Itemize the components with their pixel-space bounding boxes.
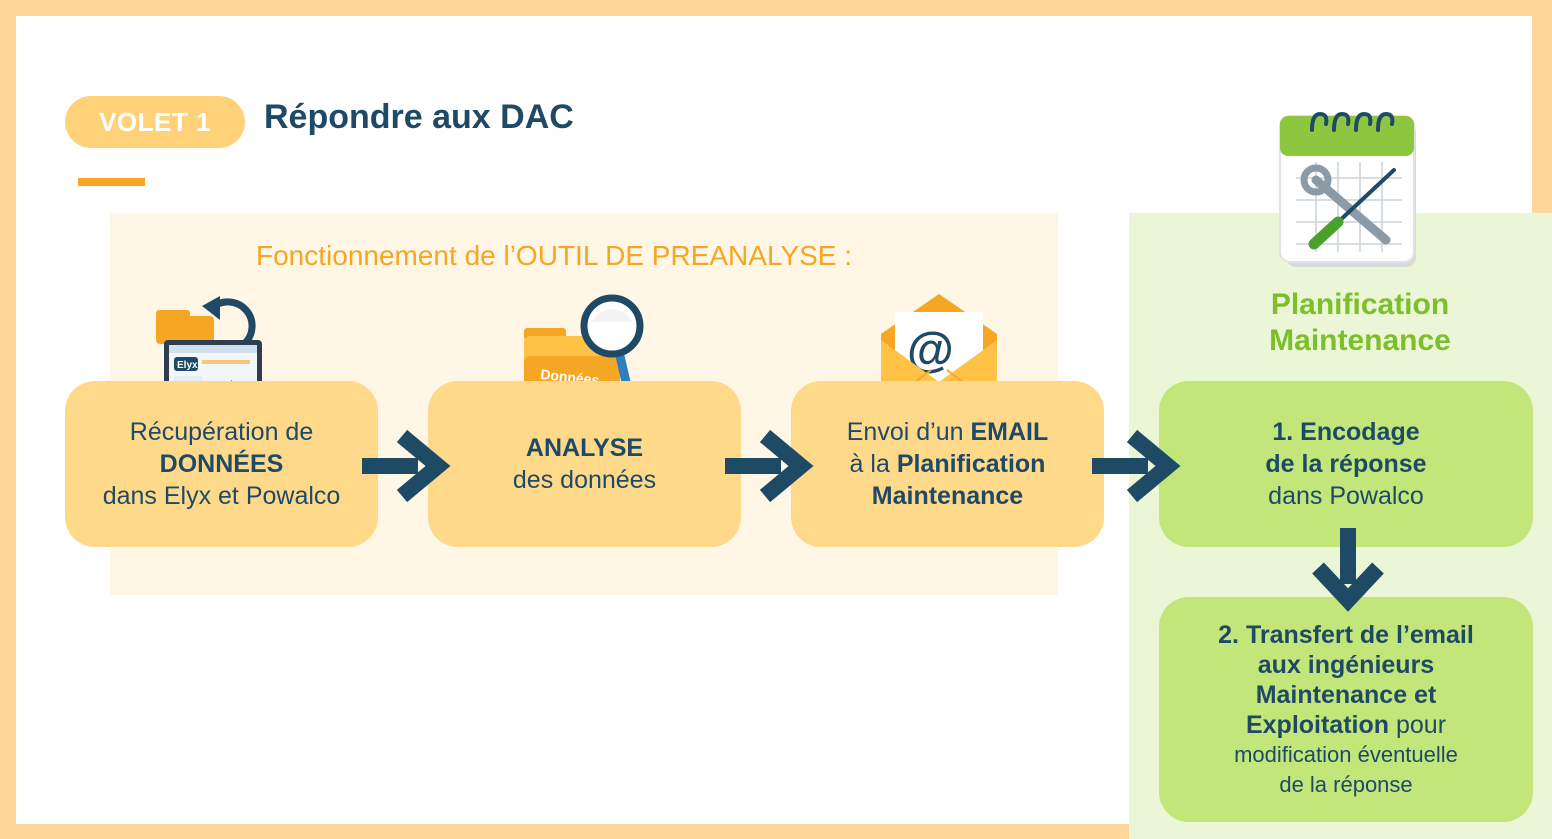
step-recuperation: Récupération de DONNÉES dans Elyx et Pow… xyxy=(65,381,378,547)
calendar-tools-icon xyxy=(1279,111,1416,267)
svg-text:Elyx: Elyx xyxy=(177,360,198,371)
title-accent-bar xyxy=(78,178,145,186)
tool-heading: Fonctionnement de l’OUTIL DE PREANALYSE … xyxy=(256,240,853,271)
page-title: Répondre aux DAC xyxy=(264,98,574,136)
step-transfert: 2. Transfert de l’email aux ingénieurs M… xyxy=(1159,597,1533,822)
step-analyse: ANALYSE des données xyxy=(428,381,741,547)
arrow-right-3 xyxy=(1092,429,1181,503)
arrow-right-1 xyxy=(362,429,451,503)
step-envoi-email: Envoi d’un EMAIL à la Planification Main… xyxy=(791,381,1104,547)
step-encodage: 1. Encodage de la réponse dans Powalco xyxy=(1159,381,1533,547)
arrow-down xyxy=(1312,528,1384,612)
volet-badge: VOLET 1 xyxy=(65,96,245,148)
volet-label: VOLET 1 xyxy=(99,106,211,137)
arrow-right-2 xyxy=(725,429,814,503)
planification-title: Planification Maintenance xyxy=(1269,288,1451,357)
